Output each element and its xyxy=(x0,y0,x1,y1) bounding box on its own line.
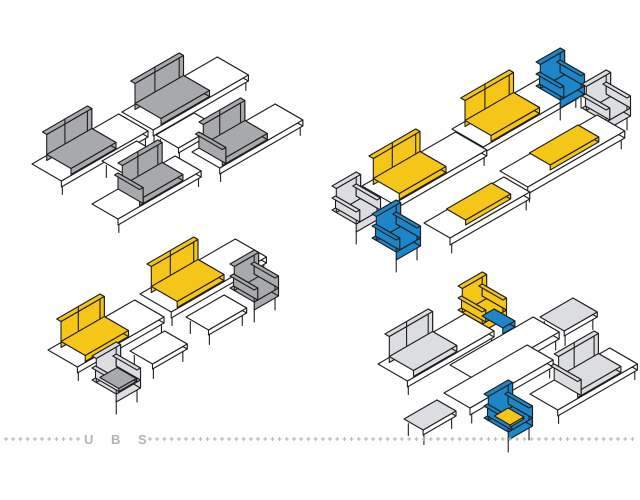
seat-cushion xyxy=(372,150,447,201)
grey-sofa-back xyxy=(121,52,249,145)
grey-sofa-right xyxy=(191,97,304,183)
grey-sofa-left xyxy=(31,105,149,196)
table-top xyxy=(403,399,457,436)
chair-arm-right xyxy=(352,183,382,213)
table-top xyxy=(129,330,188,370)
footer-letter-s: S xyxy=(138,432,148,447)
grey-chair-right xyxy=(229,249,280,323)
light-grey-low-table xyxy=(403,399,457,446)
armrest xyxy=(550,363,582,399)
armrest xyxy=(194,131,227,167)
light-grey-chair-right xyxy=(581,69,632,143)
blue-chair-front xyxy=(371,199,422,273)
seat-cushion xyxy=(150,258,225,309)
table-top xyxy=(185,294,248,336)
blue-side-table xyxy=(481,308,516,335)
light-grey-sofa-right xyxy=(529,330,638,425)
yellow-sofa-middle xyxy=(361,128,488,219)
seat-cushion xyxy=(388,330,458,378)
bench-seat-pad xyxy=(445,182,512,226)
chair-arm-left xyxy=(371,223,401,253)
footer-letter-u: U xyxy=(84,432,94,447)
armrest xyxy=(113,172,144,207)
seat-cushion xyxy=(464,91,541,143)
yellow-chair-back xyxy=(457,271,508,345)
coffee-table-front xyxy=(129,330,188,380)
chair-arm-right xyxy=(392,211,422,241)
coffee-table-back xyxy=(185,294,248,346)
blue-chair-back xyxy=(535,47,586,121)
grey-sofa-front xyxy=(91,139,202,234)
yellow-blue-set xyxy=(331,47,632,273)
chair-arm-right xyxy=(112,353,142,383)
chair-arm-right xyxy=(250,261,280,291)
chair-arm-left xyxy=(331,195,361,225)
brand-footer: U B S xyxy=(4,432,635,447)
backrest xyxy=(56,293,105,349)
bench-seat-pad xyxy=(528,124,600,171)
chair-arm-right xyxy=(504,391,534,421)
chair-arm-left xyxy=(581,93,611,123)
footer-letter-b: B xyxy=(111,432,121,447)
light-grey-sofa-left xyxy=(377,308,495,396)
chair-arm-left xyxy=(229,273,259,303)
grey-lounge-set xyxy=(31,52,304,234)
chair-cushion xyxy=(99,366,137,393)
chair-arm-right xyxy=(478,283,508,313)
table-top xyxy=(539,297,598,337)
chair-arm-left xyxy=(535,71,565,101)
seat-cushion xyxy=(134,74,211,126)
chair-arm-right xyxy=(556,59,586,89)
seat-cushion xyxy=(46,127,117,176)
chair-cushion xyxy=(493,407,525,428)
footer-cross-pattern xyxy=(4,437,635,441)
chair-arm-right xyxy=(602,81,632,111)
yellow-grey-set xyxy=(47,236,280,415)
mixed-set xyxy=(377,271,638,453)
